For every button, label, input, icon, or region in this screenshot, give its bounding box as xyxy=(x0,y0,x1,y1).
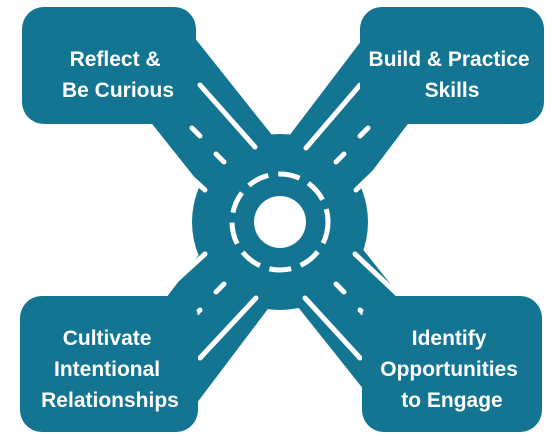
box-bottom-left-line-3: Relationships xyxy=(41,389,179,412)
box-top-right xyxy=(360,7,544,124)
box-top-right-line-1: Build & Practice xyxy=(369,48,530,71)
box-bottom-right-line-2: Opportunities xyxy=(380,358,518,381)
roundabout-lines xyxy=(229,171,331,273)
box-bottom-right-line-1: Identify xyxy=(412,327,487,350)
box-bottom-right-text: Identify Opportunities to Engage xyxy=(380,327,524,412)
roundabout-center-island xyxy=(254,196,306,248)
box-bottom-left xyxy=(20,296,198,432)
box-top-left-line-2: Be Curious xyxy=(62,79,174,102)
box-top-left-text: Reflect & Be Curious xyxy=(62,48,174,102)
box-bottom-left-line-1: Cultivate xyxy=(63,327,152,350)
box-top-left-line-1: Reflect & xyxy=(70,48,161,71)
box-bottom-left-text: Cultivate Intentional Relationships xyxy=(41,327,179,412)
box-top-left xyxy=(22,7,196,124)
box-bottom-right-line-3: to Engage xyxy=(401,389,503,412)
box-top-right-line-2: Skills xyxy=(425,79,480,102)
box-top-right-text: Build & Practice Skills xyxy=(369,48,536,102)
box-bottom-left-line-2: Intentional xyxy=(54,358,160,381)
box-bottom-right xyxy=(362,296,542,432)
